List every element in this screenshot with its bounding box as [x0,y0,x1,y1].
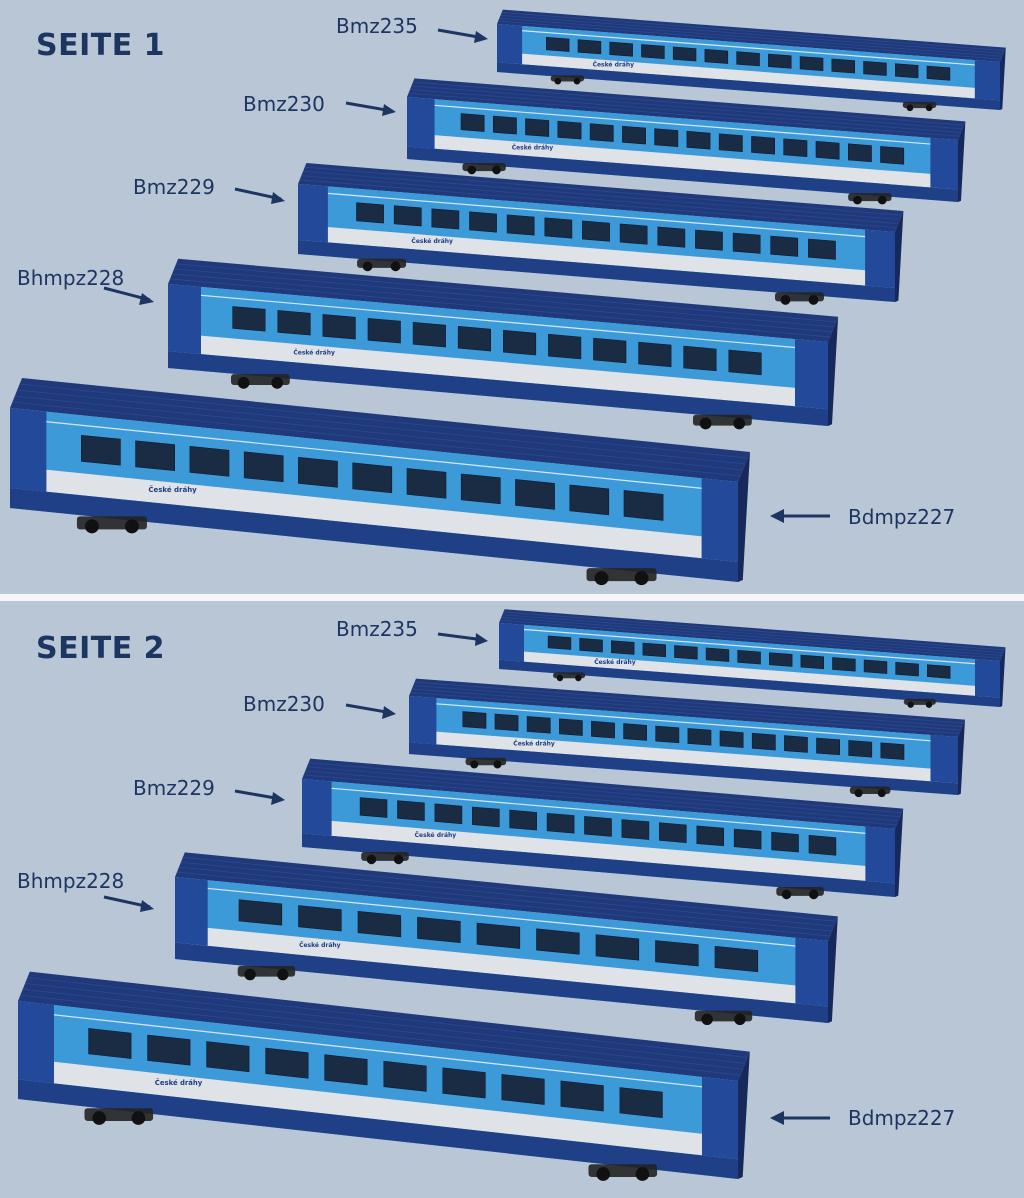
car-label-bmz229: Bmz229 [133,175,215,199]
livery-logo-text: České dráhy [155,1078,203,1087]
car-label-bmz229: Bmz229 [133,776,215,800]
livery-logo-text: České dráhy [148,485,197,494]
car-label-bhmpz228: Bhmpz228 [17,266,125,290]
livery-logo-text: České dráhy [593,61,635,68]
arrow-right-icon [345,101,396,116]
passenger-car-image: České dráhy [496,9,1006,112]
car-label-bmz230: Bmz230 [243,692,325,716]
car-label-bdmpz227: Bdmpz227 [848,1106,956,1130]
car-label-bmz235: Bmz235 [336,617,418,641]
passenger-car-image: České dráhy [301,758,904,900]
passenger-car-image: České dráhy [167,258,839,430]
arrow-right-icon [234,187,285,204]
passenger-car-image: České dráhy [498,609,1006,708]
livery-logo-text: České dráhy [415,832,457,839]
page-divider [0,594,1024,601]
arrow-right-icon [103,286,154,305]
passenger-car-image: České dráhy [9,378,750,586]
arrow-left-icon [770,509,830,523]
arrow-right-icon [345,703,396,719]
passenger-car-image: České dráhy [174,852,838,1026]
car-label-bmz235: Bmz235 [336,14,418,38]
passenger-car-image: České dráhy [17,971,750,1181]
arrow-right-icon [437,632,488,646]
arrow-left-icon [770,1111,830,1125]
livery-logo-text: České dráhy [411,238,453,245]
arrow-right-icon [103,895,154,912]
passenger-car-image: České dráhy [406,78,966,205]
livery-logo-text: České dráhy [594,659,636,666]
car-label-bmz230: Bmz230 [243,92,325,116]
passenger-car-image: České dráhy [297,163,904,305]
livery-logo-text: České dráhy [293,349,335,356]
page-title: SEITE 1 [36,28,166,63]
livery-logo-text: České dráhy [513,741,555,748]
car-label-bdmpz227: Bdmpz227 [848,505,956,529]
page-title: SEITE 2 [36,631,166,666]
car-label-bhmpz228: Bhmpz228 [17,869,125,893]
passenger-car-image: České dráhy [408,678,965,798]
livery-logo-text: České dráhy [512,145,554,152]
arrow-right-icon [437,28,488,43]
livery-logo-text: České dráhy [299,942,341,949]
arrow-right-icon [234,789,285,805]
